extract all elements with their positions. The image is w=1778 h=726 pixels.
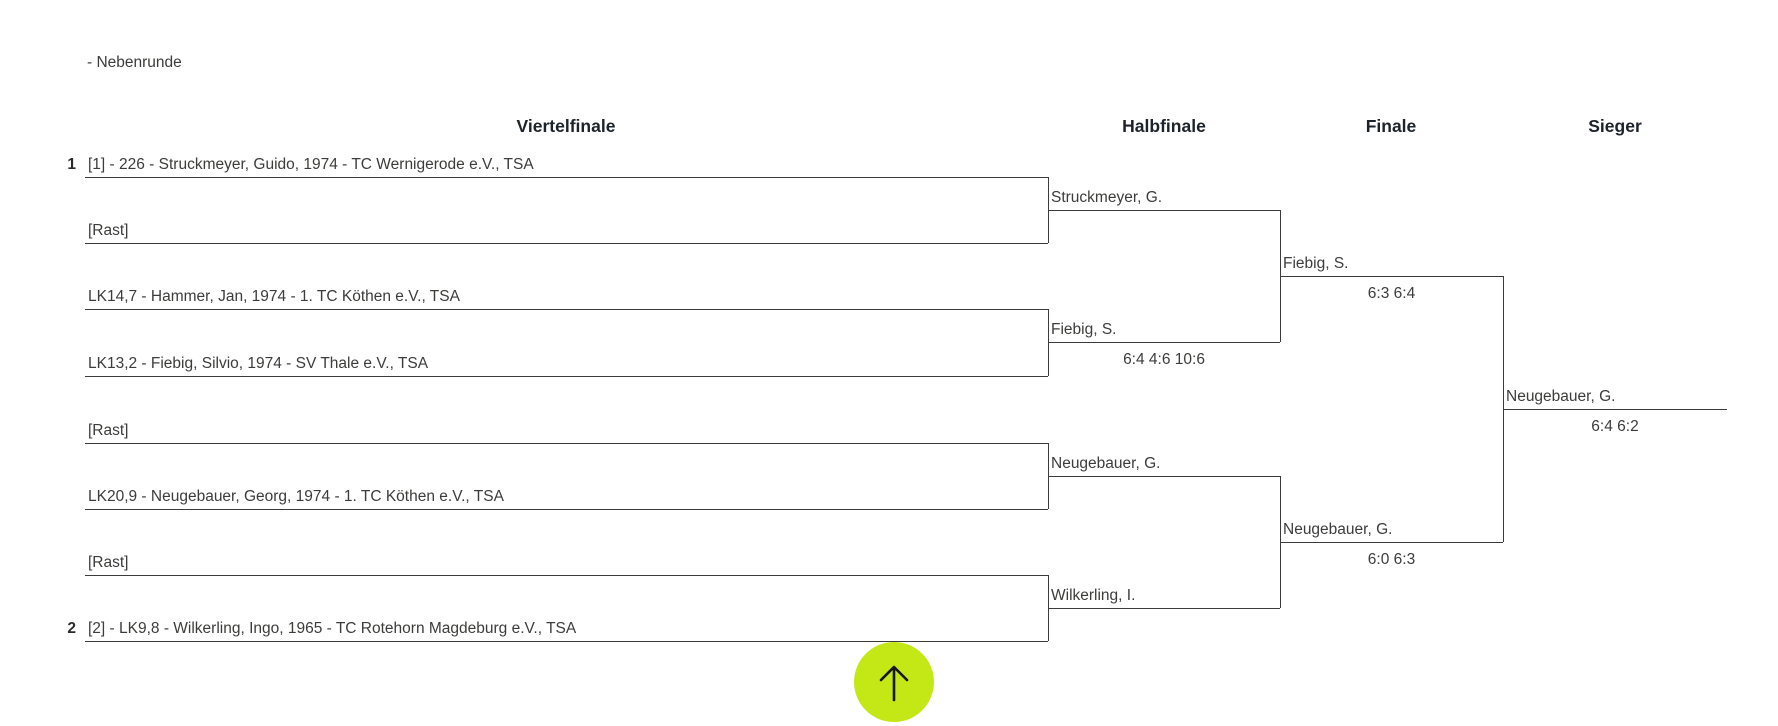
player-label: Fiebig, S. xyxy=(1051,321,1117,338)
bracket-entry: [Rast] xyxy=(85,220,1048,244)
player-label: [Rast] xyxy=(88,554,129,571)
bracket-connector xyxy=(1048,177,1049,243)
player-label: Neugebauer, G. xyxy=(1283,521,1393,538)
bracket-connector xyxy=(1048,309,1049,376)
seed-number: 1 xyxy=(67,156,76,173)
bracket-entry: LK14,7 - Hammer, Jan, 1974 - 1. TC Köthe… xyxy=(85,286,1048,310)
player-label: [2] - LK9,8 - Wilkerling, Ingo, 1965 - T… xyxy=(88,620,577,637)
bracket-connector xyxy=(1503,276,1504,542)
match-score: 6:0 6:3 xyxy=(1367,551,1416,568)
bracket-entry: Struckmeyer, G. xyxy=(1048,187,1280,211)
player-label: Neugebauer, G. xyxy=(1051,455,1161,472)
player-label: LK20,9 - Neugebauer, Georg, 1974 - 1. TC… xyxy=(88,488,504,505)
player-label: Struckmeyer, G. xyxy=(1051,189,1163,206)
round-header-sieger: Sieger xyxy=(1588,116,1642,136)
bracket-entry: LK13,2 - Fiebig, Silvio, 1974 - SV Thale… xyxy=(85,353,1048,377)
bracket-connector xyxy=(1048,575,1049,641)
bracket-entry: LK20,9 - Neugebauer, Georg, 1974 - 1. TC… xyxy=(85,486,1048,510)
bracket-entry: [2] - LK9,8 - Wilkerling, Ingo, 1965 - T… xyxy=(85,618,1048,642)
round-header-finale: Finale xyxy=(1365,116,1417,136)
bracket-connector xyxy=(1280,210,1281,342)
player-label: LK14,7 - Hammer, Jan, 1974 - 1. TC Köthe… xyxy=(88,288,460,305)
player-label: Fiebig, S. xyxy=(1283,255,1349,272)
bracket-entry: [Rast] xyxy=(85,420,1048,444)
seed-number: 2 xyxy=(67,620,76,637)
bracket-connector xyxy=(1048,443,1049,509)
player-label: Wilkerling, I. xyxy=(1051,587,1136,604)
scroll-to-top-button[interactable] xyxy=(854,642,934,722)
bracket-entry: Fiebig, S. xyxy=(1280,253,1503,277)
bracket-entry: Neugebauer, G. xyxy=(1503,386,1727,410)
bracket-connector xyxy=(1280,476,1281,608)
player-label: [Rast] xyxy=(88,222,129,239)
bracket-entry: Fiebig, S. xyxy=(1048,319,1280,343)
arrow-up-icon xyxy=(874,660,914,704)
match-score: 6:4 4:6 10:6 xyxy=(1123,351,1205,368)
round-header-halbfinale: Halbfinale xyxy=(1122,116,1206,136)
match-score: 6:3 6:4 xyxy=(1367,285,1416,302)
player-label: [Rast] xyxy=(88,422,129,439)
page-subtitle: - Nebenrunde xyxy=(87,54,182,71)
round-header-viertelfinale: Viertelfinale xyxy=(516,116,616,136)
bracket-entry: [Rast] xyxy=(85,552,1048,576)
bracket-entry: Neugebauer, G. xyxy=(1280,519,1503,543)
player-label: [1] - 226 - Struckmeyer, Guido, 1974 - T… xyxy=(88,156,534,173)
player-label: LK13,2 - Fiebig, Silvio, 1974 - SV Thale… xyxy=(88,355,429,372)
player-label: Neugebauer, G. xyxy=(1506,388,1616,405)
bracket-entry: [1] - 226 - Struckmeyer, Guido, 1974 - T… xyxy=(85,154,1048,178)
match-score: 6:4 6:2 xyxy=(1591,418,1639,435)
bracket-entry: Wilkerling, I. xyxy=(1048,585,1280,609)
bracket-entry: Neugebauer, G. xyxy=(1048,453,1280,477)
